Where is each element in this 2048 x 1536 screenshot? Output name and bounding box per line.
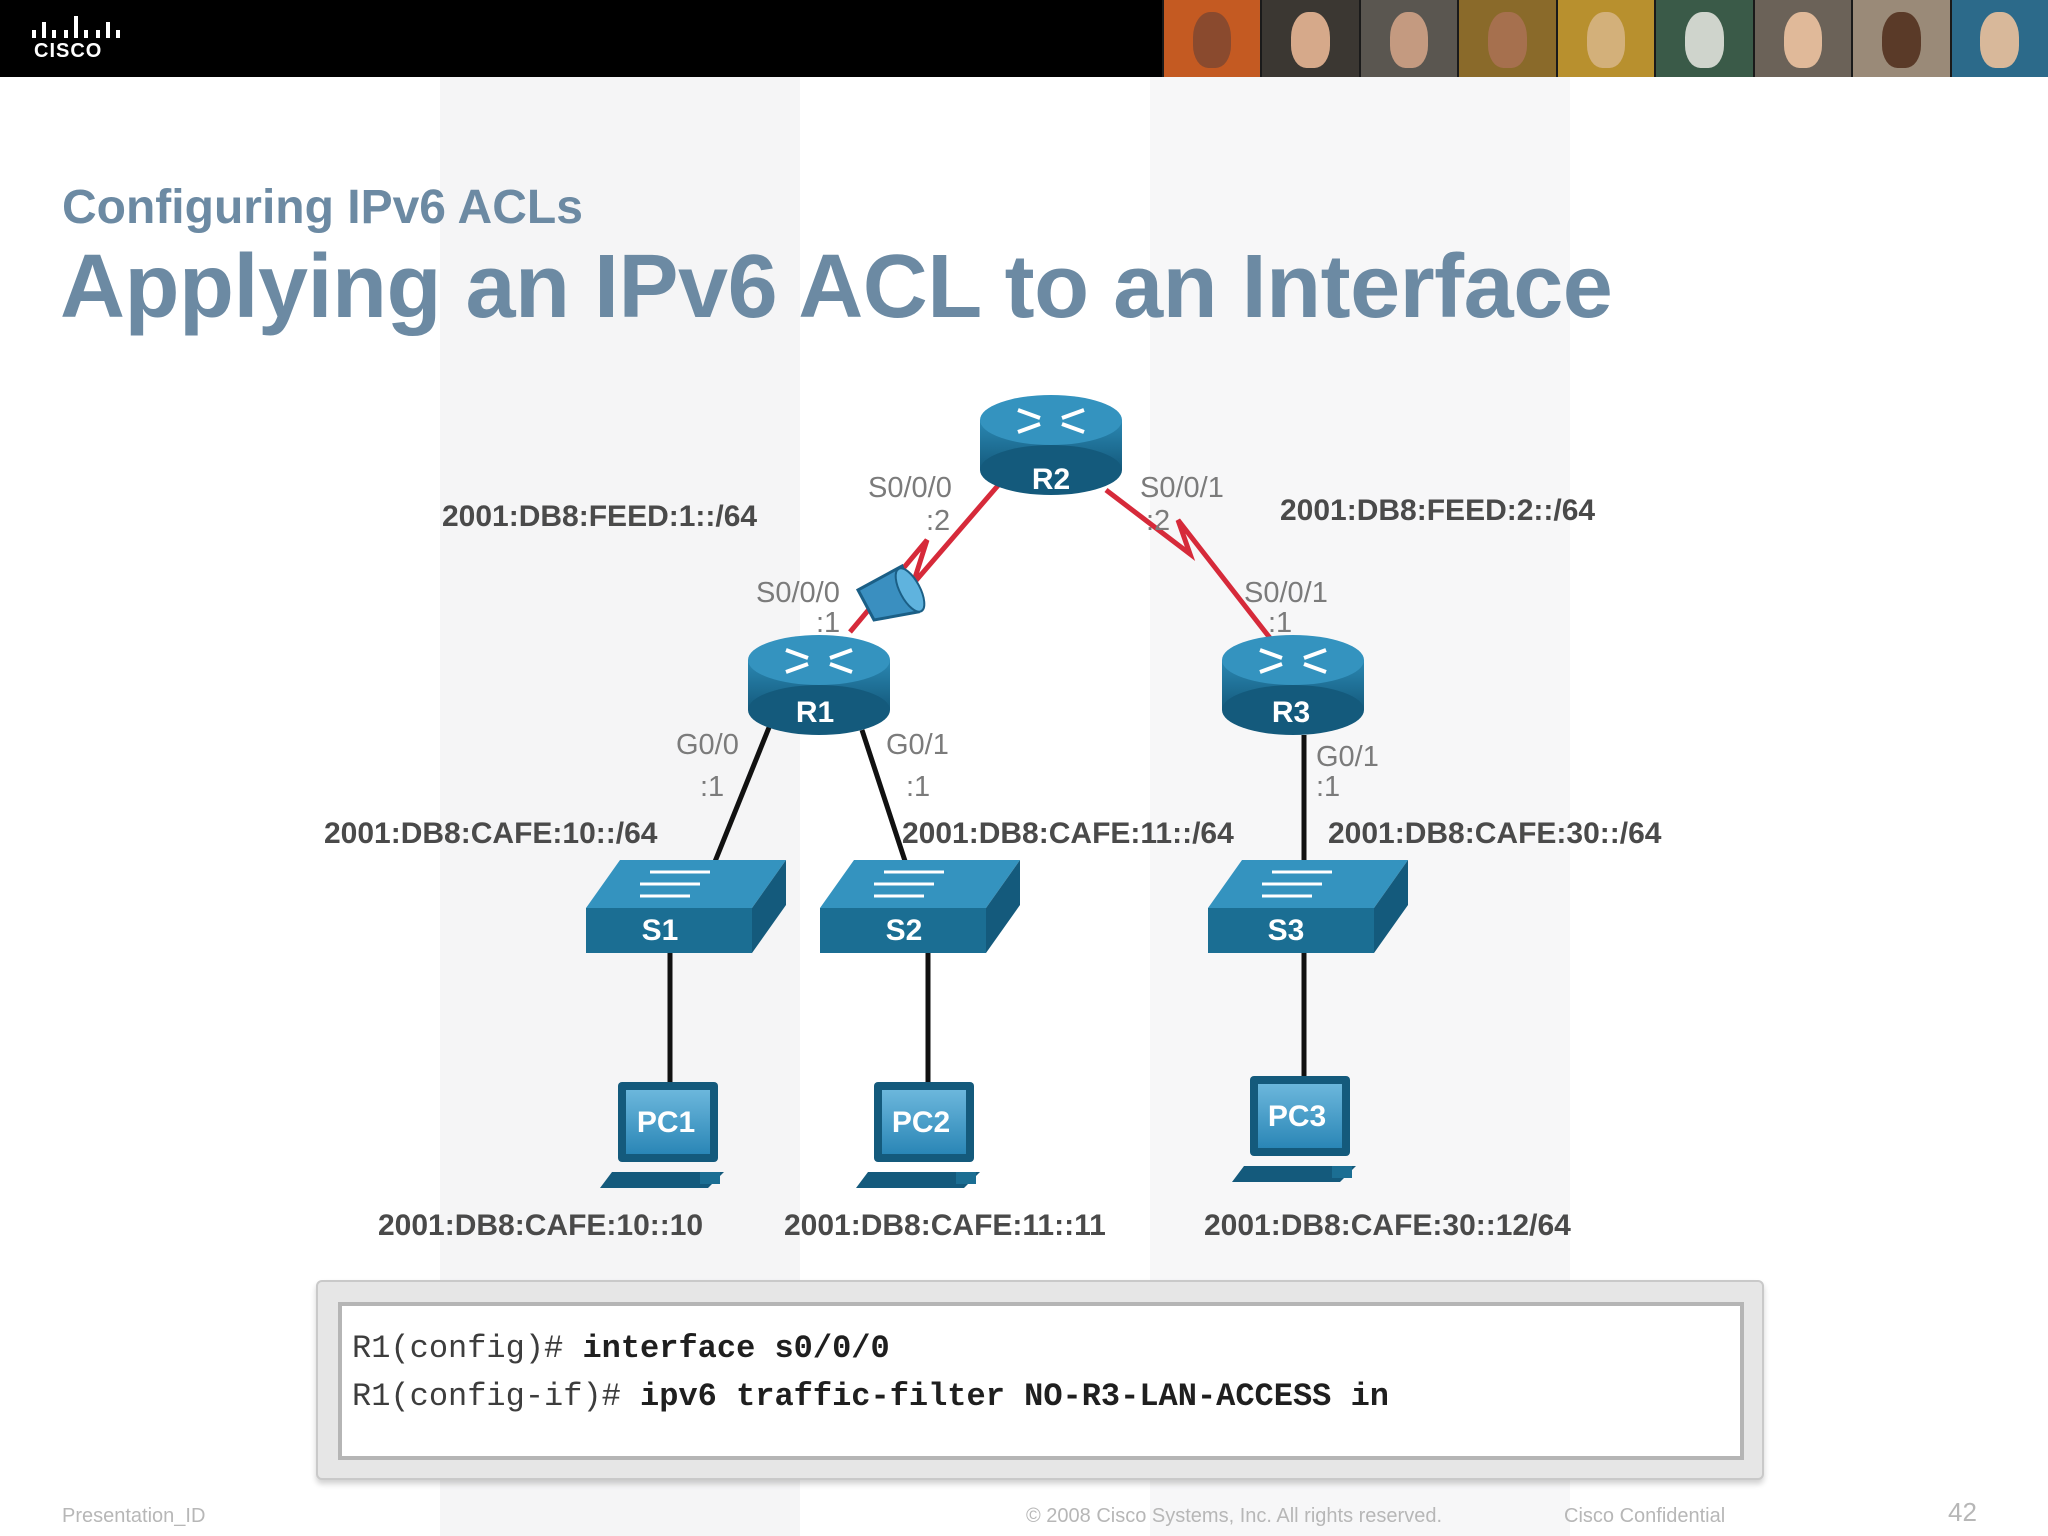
interface-host-label: :1 — [1268, 607, 1292, 639]
interface-label: G0/0 — [676, 729, 739, 761]
router-arrows-icon — [785, 648, 853, 674]
cli-prompt: R1(config-if)# — [352, 1378, 641, 1415]
slide-subtitle: Configuring IPv6 ACLs — [62, 181, 583, 234]
network-label-cafe11: 2001:DB8:CAFE:11::/64 — [902, 817, 1234, 850]
host-address-pc2: 2001:DB8:CAFE:11::11 — [784, 1209, 1106, 1242]
interface-host-label: :1 — [906, 771, 930, 803]
header-bar: CISCO — [0, 0, 2048, 77]
inbound-filter-icon — [855, 563, 926, 622]
banner-photo — [1752, 0, 1852, 77]
banner-photo — [1949, 0, 2048, 77]
network-label-feed1: 2001:DB8:FEED:1::/64 — [442, 500, 757, 533]
router-r2: R2 — [980, 395, 1122, 496]
banner-photo — [1555, 0, 1655, 77]
photo-strip — [1162, 0, 2048, 77]
cisco-logo: CISCO — [32, 14, 120, 64]
banner-photo — [1358, 0, 1458, 77]
pc-pc2-label: PC2 — [892, 1106, 950, 1139]
interface-label: G0/1 — [886, 729, 949, 761]
banner-photo — [1851, 0, 1950, 77]
network-label-cafe30: 2001:DB8:CAFE:30::/64 — [1328, 817, 1662, 850]
interface-label: G0/1 — [1316, 741, 1379, 773]
logo-wordmark: CISCO — [34, 40, 103, 62]
interface-host-label: :1 — [1316, 771, 1340, 803]
cli-line: R1(config-if)# ipv6 traffic-filter NO-R3… — [352, 1378, 1389, 1415]
interface-label: S0/0/1 — [1244, 577, 1328, 609]
interface-label: S0/0/0 — [868, 472, 952, 504]
pc-pc3-label: PC3 — [1268, 1100, 1326, 1133]
network-label-cafe10: 2001:DB8:CAFE:10::/64 — [324, 817, 658, 850]
host-address-pc3: 2001:DB8:CAFE:30::12/64 — [1204, 1209, 1571, 1242]
cisco-bridge-icon — [32, 14, 120, 38]
switch-arrows-icon — [640, 870, 710, 898]
pc-pc1: PC1 — [600, 1082, 724, 1188]
router-r3-label: R3 — [1272, 696, 1310, 729]
switch-arrows-icon — [874, 870, 944, 898]
switch-s3-label: S3 — [1268, 914, 1305, 947]
interface-host-label: :1 — [700, 771, 724, 803]
cli-panel: R1(config)# interface s0/0/0 R1(config-i… — [316, 1280, 1764, 1480]
switch-s1: S1 — [586, 860, 786, 953]
router-r1-label: R1 — [796, 696, 834, 729]
page-number: 42 — [1948, 1497, 1977, 1527]
switch-s3: S3 — [1208, 860, 1408, 953]
router-arrows-icon — [1017, 408, 1085, 434]
network-label-feed2: 2001:DB8:FEED:2::/64 — [1280, 494, 1595, 527]
cli-command: ipv6 traffic-filter NO-R3-LAN-ACCESS in — [640, 1378, 1389, 1415]
banner-photo — [1457, 0, 1556, 77]
switch-s1-label: S1 — [642, 914, 679, 947]
cli-command: interface s0/0/0 — [582, 1330, 890, 1367]
link-r1-s1 — [711, 724, 773, 865]
footer-copyright: © 2008 Cisco Systems, Inc. All rights re… — [1026, 1505, 1443, 1527]
switch-s2-label: S2 — [886, 914, 923, 947]
interface-label: S0/0/1 — [1140, 472, 1224, 504]
switch-arrows-icon — [1262, 870, 1332, 898]
interface-label: S0/0/0 — [756, 577, 840, 609]
host-address-pc1: 2001:DB8:CAFE:10::10 — [378, 1209, 703, 1242]
banner-photo — [1162, 0, 1261, 77]
pc-pc1-label: PC1 — [637, 1106, 695, 1139]
banner-photo — [1654, 0, 1753, 77]
cli-prompt: R1(config)# — [352, 1330, 583, 1367]
router-r3: R3 — [1222, 635, 1364, 735]
router-r2-label: R2 — [1032, 463, 1070, 496]
cli-output: R1(config)# interface s0/0/0 R1(config-i… — [338, 1302, 1744, 1460]
router-r1: R1 — [748, 635, 890, 735]
pc-pc3: PC3 — [1232, 1076, 1356, 1182]
footer-presentation-id: Presentation_ID — [62, 1505, 206, 1527]
serial-link-r2-r3 — [1104, 488, 1272, 640]
cli-line: R1(config)# interface s0/0/0 — [352, 1330, 890, 1367]
interface-host-label: :2 — [1146, 505, 1170, 537]
footer-confidential: Cisco Confidential — [1564, 1505, 1726, 1527]
pc-pc2: PC2 — [856, 1082, 980, 1188]
link-r1-s2 — [859, 729, 909, 865]
router-arrows-icon — [1259, 648, 1327, 674]
switch-s2: S2 — [820, 860, 1020, 953]
interface-host-label: :1 — [816, 607, 840, 639]
slide-title: Applying an IPv6 ACL to an Interface — [60, 237, 1613, 337]
interface-host-label: :2 — [926, 505, 950, 537]
banner-photo — [1260, 0, 1359, 77]
